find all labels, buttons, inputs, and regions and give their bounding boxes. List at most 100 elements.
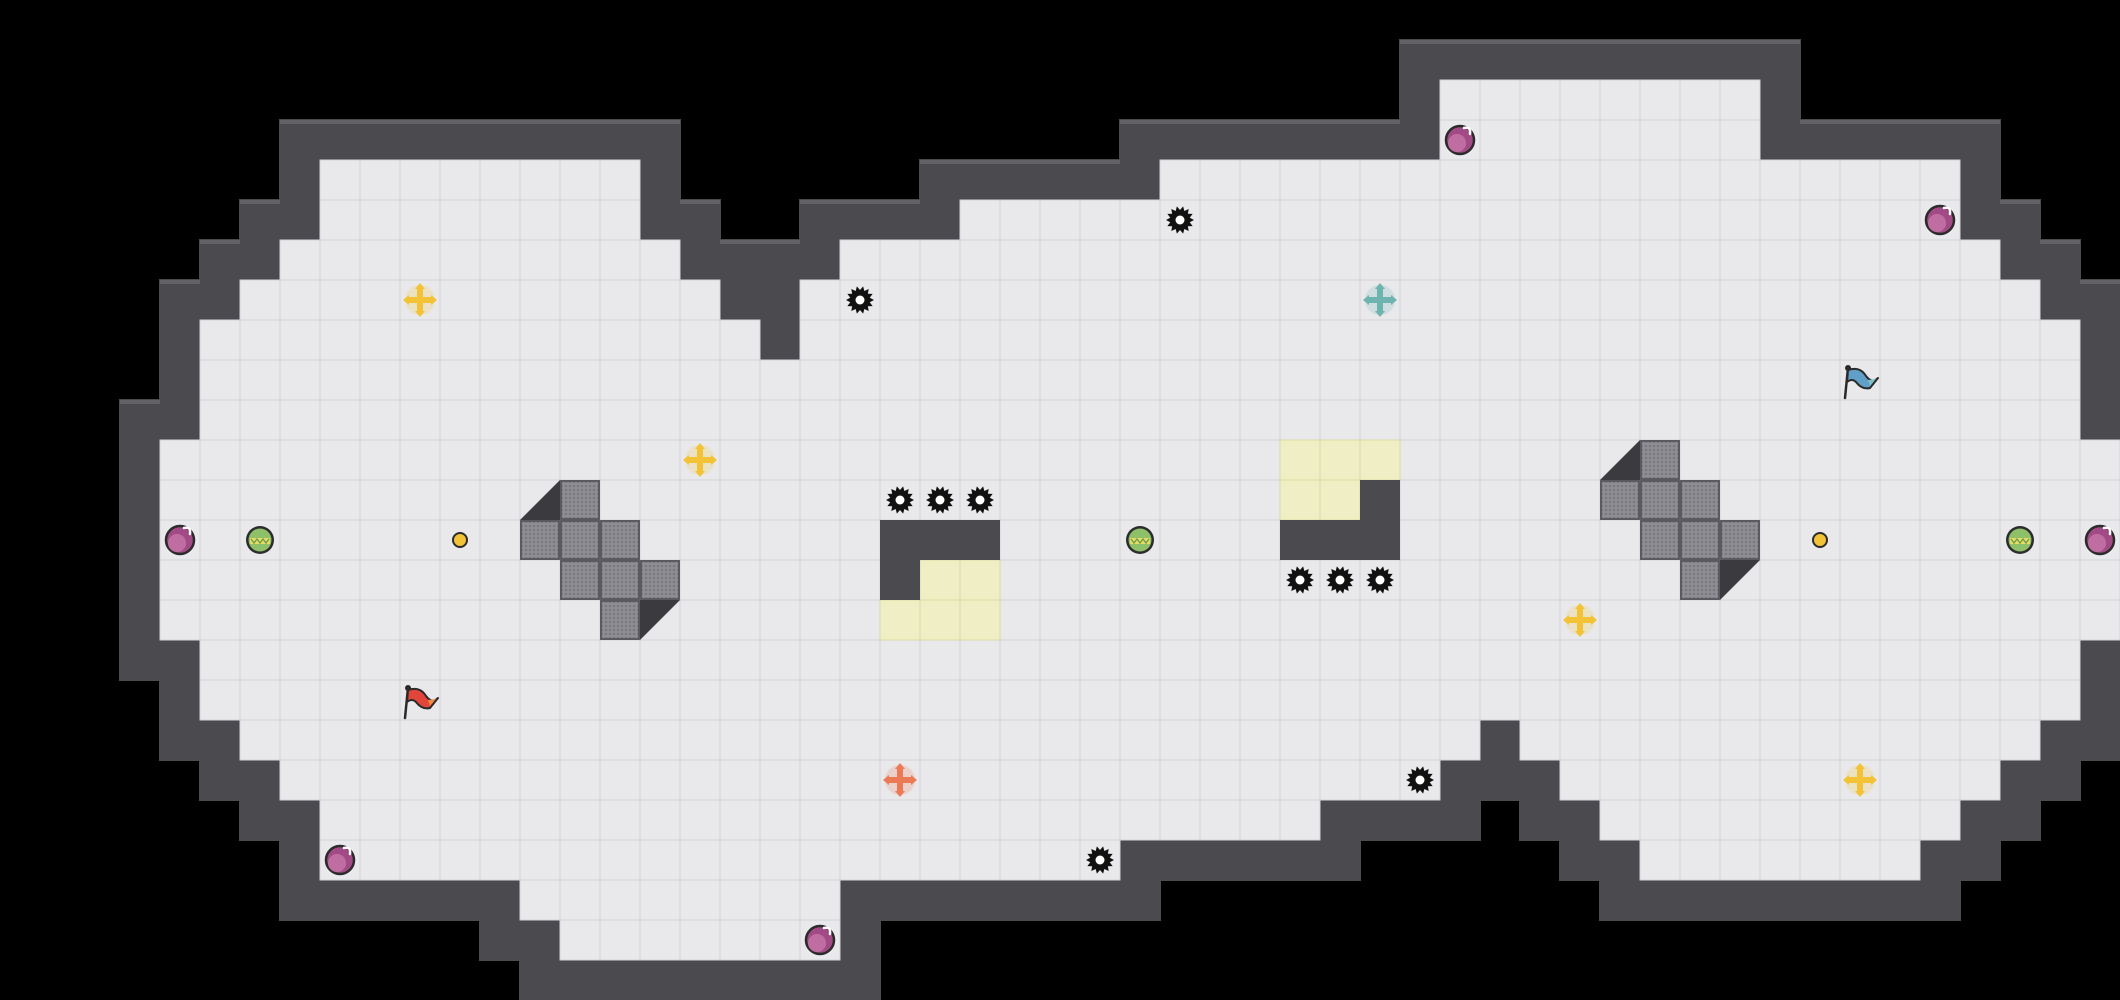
floor-tile — [1999, 679, 2041, 721]
floor-tile — [639, 319, 681, 361]
floor-tile — [479, 439, 521, 481]
coin-dot-icon[interactable] — [452, 532, 468, 548]
floor-tile — [1039, 599, 1081, 641]
wall-block — [279, 799, 321, 841]
object-layer[interactable] — [164, 124, 2116, 956]
floor-tile — [679, 719, 721, 761]
floor-tile — [1839, 239, 1881, 281]
floor-tile — [1479, 559, 1521, 601]
yellow-tile — [919, 599, 961, 641]
wall-block — [519, 959, 561, 1000]
checkpoint-band — [2010, 538, 2030, 544]
floor-tile — [239, 319, 281, 361]
floor-tile — [559, 799, 601, 841]
floor-tile — [1479, 359, 1521, 401]
floor-tile — [1279, 679, 1321, 721]
wall-edge — [280, 120, 320, 124]
floor-tile — [1119, 239, 1161, 281]
floor-tile — [599, 919, 641, 961]
wall-block — [1959, 799, 2001, 841]
cross-powerup-icon[interactable] — [403, 283, 437, 317]
floor-tile — [1919, 599, 1961, 641]
wall-block — [679, 239, 721, 281]
floor-tile — [1719, 479, 1761, 521]
floor-tile — [519, 679, 561, 721]
checkpoint-zigzag — [2010, 537, 2030, 545]
floor-tile — [1559, 679, 1601, 721]
floor-tile — [559, 719, 601, 761]
floor-tile — [2079, 439, 2120, 481]
wall-block — [239, 199, 281, 241]
floor-tile — [1719, 79, 1761, 121]
floor-tile — [839, 479, 881, 521]
cross-powerup-icon[interactable] — [1363, 283, 1397, 317]
wall-block — [759, 279, 801, 321]
bomb-ball-icon[interactable] — [324, 844, 356, 876]
cross-powerup-icon[interactable] — [1843, 763, 1877, 797]
green-checkpoint-icon[interactable] — [246, 526, 274, 554]
green-checkpoint-icon[interactable] — [2006, 526, 2034, 554]
saw-spike-icon — [846, 286, 874, 314]
floor-tile — [1479, 199, 1521, 241]
green-checkpoint-icon[interactable] — [1126, 526, 1154, 554]
floor-tile — [1119, 559, 1161, 601]
floor-tile — [1079, 239, 1121, 281]
floor-tile — [319, 799, 361, 841]
wall-block — [799, 239, 841, 281]
player-flag-icon[interactable] — [1843, 365, 1879, 400]
wall-block — [1039, 879, 1081, 921]
floor-tile — [1399, 639, 1441, 681]
floor-tile — [1119, 639, 1161, 681]
floor-tile — [1399, 319, 1441, 361]
floor-tile — [1599, 159, 1641, 201]
floor-tile — [999, 399, 1041, 441]
floor-tile — [439, 559, 481, 601]
wall-block — [839, 199, 881, 241]
floor-tile — [639, 799, 681, 841]
floor-tile — [399, 479, 441, 521]
bomb-ball-icon[interactable] — [2084, 524, 2116, 556]
metal-block — [600, 600, 640, 640]
floor-tile — [1199, 279, 1241, 321]
floor-tile — [1599, 79, 1641, 121]
floor-tile — [199, 399, 241, 441]
cross-powerup-icon[interactable] — [1563, 603, 1597, 637]
floor-tile — [679, 879, 721, 921]
floor-tile — [919, 399, 961, 441]
floor-tile — [199, 559, 241, 601]
cross-powerup-icon[interactable] — [883, 763, 917, 797]
bomb-ball-icon[interactable] — [1924, 204, 1956, 236]
floor-tile — [639, 479, 681, 521]
wall-block — [1519, 39, 1561, 81]
cross-powerup-icon[interactable] — [683, 443, 717, 477]
player-flag-icon[interactable] — [403, 685, 439, 720]
wall-block — [1959, 199, 2001, 241]
coin-dot-icon[interactable] — [1812, 532, 1828, 548]
floor-tile — [1159, 559, 1201, 601]
floor-tile — [1679, 399, 1721, 441]
bomb-ball-icon[interactable] — [164, 524, 196, 556]
floor-tile — [1039, 679, 1081, 721]
floor-tile — [1799, 639, 1841, 681]
floor-tile — [399, 839, 441, 881]
floor-tile — [239, 679, 281, 721]
floor-tile — [1279, 319, 1321, 361]
ball-shine — [1942, 206, 1952, 216]
floor-tile — [599, 799, 641, 841]
floor-tile — [719, 799, 761, 841]
floor-tile — [1159, 719, 1201, 761]
floor-tile — [1399, 479, 1441, 521]
wall-block — [919, 159, 961, 201]
floor-tile — [1039, 799, 1081, 841]
bomb-ball-icon[interactable] — [804, 924, 836, 956]
wall-block — [119, 559, 161, 601]
floor-tile — [1679, 359, 1721, 401]
saw-hub — [1335, 575, 1345, 585]
wall-edge — [400, 120, 440, 124]
powerup-arrow-left — [683, 455, 689, 465]
floor-tile — [839, 399, 881, 441]
floor-tile — [1839, 319, 1881, 361]
inner-wall-block — [1360, 520, 1400, 560]
bomb-ball-icon[interactable] — [1444, 124, 1476, 156]
